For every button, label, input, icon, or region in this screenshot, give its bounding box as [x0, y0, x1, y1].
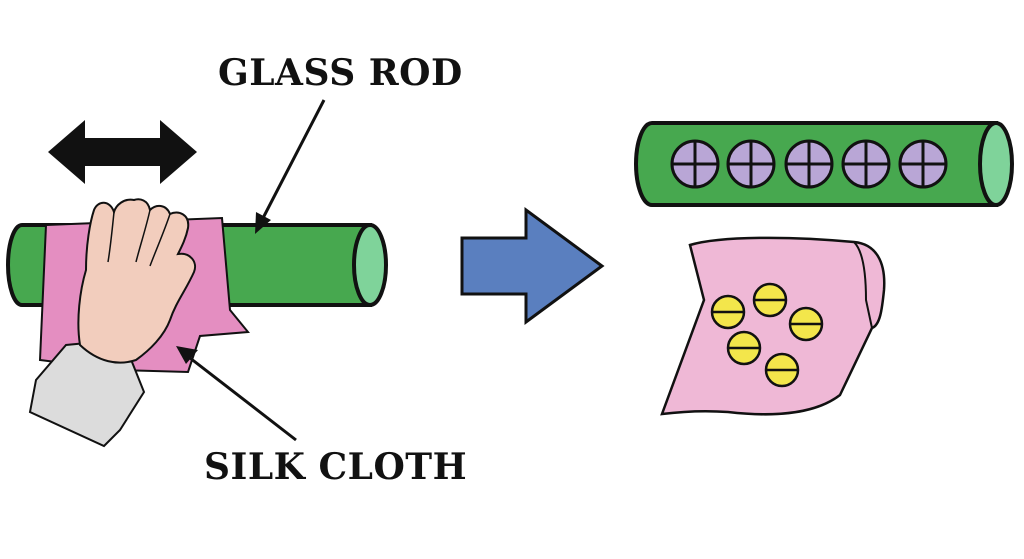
pointer-silk-cloth	[176, 346, 297, 442]
pointer-glass-rod	[255, 99, 326, 234]
negative-charge-icon	[726, 330, 762, 366]
rod-end-left	[352, 223, 388, 307]
hand	[77, 198, 196, 364]
glass-rod-label: GLASS ROD	[218, 52, 463, 94]
silk-cloth-right	[660, 236, 886, 416]
double-arrow-icon	[48, 120, 197, 184]
positive-charge-icon	[898, 139, 948, 189]
negative-charge-icon	[788, 306, 824, 342]
positive-charge-icon	[784, 139, 834, 189]
positive-charge-icon	[841, 139, 891, 189]
rod-end-right	[978, 121, 1014, 207]
silk-cloth-label: SILK CLOTH	[204, 446, 468, 488]
negative-charge-icon	[764, 352, 800, 388]
negative-charges	[710, 282, 824, 388]
positive-charge-icon	[670, 139, 720, 189]
process-arrow-icon	[460, 207, 605, 325]
negative-charge-icon	[752, 282, 788, 318]
negative-charge-icon	[710, 294, 746, 330]
positive-charges	[670, 139, 948, 189]
positive-charge-icon	[726, 139, 776, 189]
